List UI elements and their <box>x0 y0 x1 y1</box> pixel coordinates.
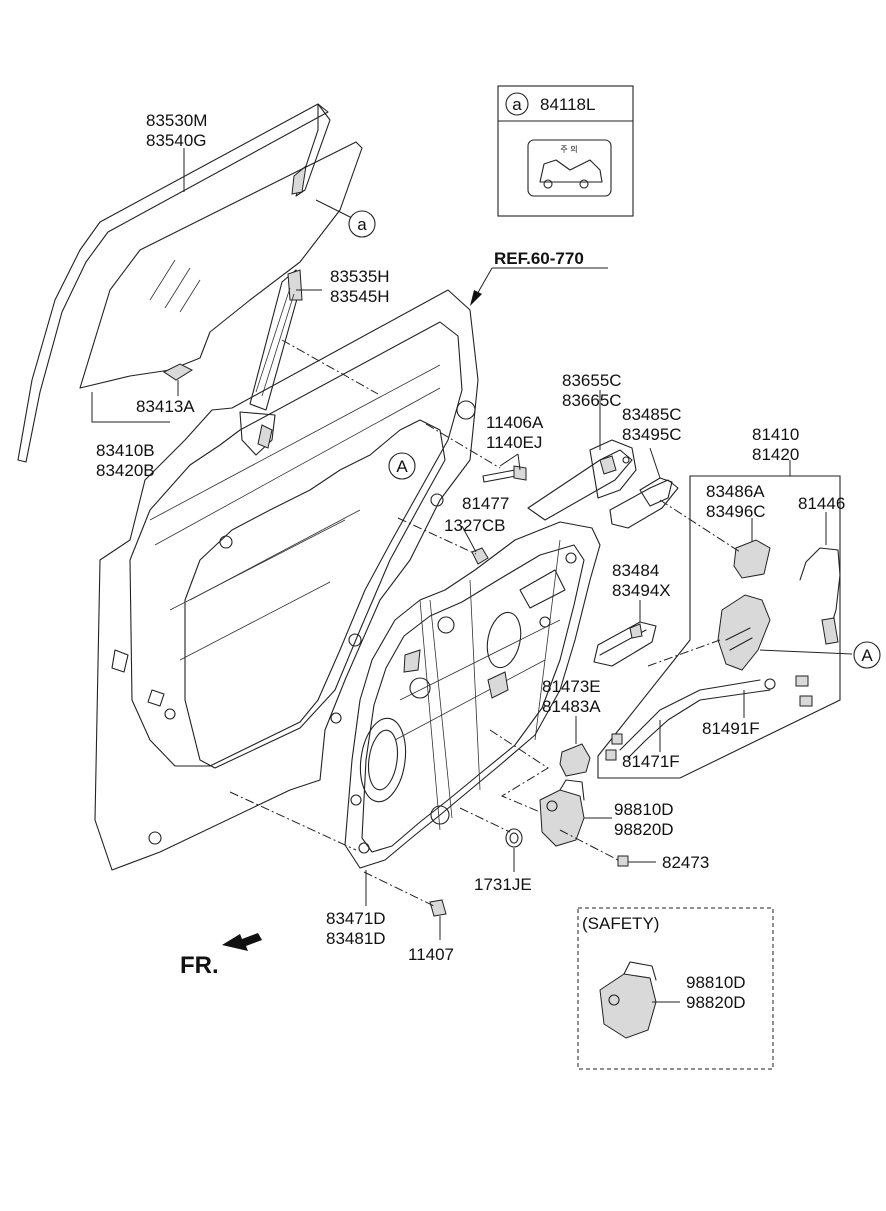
callout-A-letter-right: A <box>861 646 873 665</box>
label-outside-handle-frame-2: 83495C <box>622 425 682 444</box>
outside-handle-frame <box>609 477 679 529</box>
door-module-panel <box>344 521 601 869</box>
label-inside-handle-1: 83484 <box>612 561 659 580</box>
label-cable-a: 81491F <box>702 719 760 738</box>
label-rod: 81446 <box>798 494 845 513</box>
label-handle-bracket-1: 83655C <box>562 371 622 390</box>
bolt-and-nut <box>471 465 527 565</box>
label-screw: 82473 <box>662 853 709 872</box>
label-module-panel-2: 83481D <box>326 929 386 948</box>
label-channel-lower-1: 83535H <box>330 267 390 286</box>
safety-box <box>577 907 774 1070</box>
label-bolt: 11407 <box>408 945 454 964</box>
latch-assembly-box <box>597 475 841 779</box>
label-korean-caution: 주 의 <box>560 144 577 154</box>
lower-channel <box>249 269 303 411</box>
callout-A-circle-right <box>853 641 881 669</box>
label-label-part: 84118L <box>540 95 595 114</box>
label-actuator-cover-2: 83496C <box>706 502 766 521</box>
label-nut-cap-2: 1327CB <box>444 516 505 535</box>
inside-handle <box>593 621 657 667</box>
label-safety-title: (SAFETY) <box>582 914 659 933</box>
regulator-motor <box>539 779 629 867</box>
handle-bracket <box>527 439 637 521</box>
label-outside-handle-frame-1: 83485C <box>622 405 682 424</box>
label-latch-assy-1: 81410 <box>752 425 799 444</box>
label-module-panel-1: 83471D <box>326 909 386 928</box>
label-channel-lower-2: 83545H <box>330 287 390 306</box>
clip <box>559 743 591 777</box>
label-clip-1: 81473E <box>542 677 601 696</box>
label-cable-b: 81471F <box>622 752 680 771</box>
label-glass-bracket: 83413A <box>136 397 195 416</box>
label-actuator-cover-1: 83486A <box>706 482 765 501</box>
label-bolt-nut-2: 1140EJ <box>486 433 542 452</box>
assembly-lines <box>229 339 741 907</box>
leader-lines <box>91 148 853 1003</box>
label-safety-motor-2: 98820D <box>686 993 746 1012</box>
door-frame <box>94 289 479 871</box>
label-grommet: 1731JE <box>474 875 532 894</box>
glass-run-channel <box>17 103 331 463</box>
label-handle-bracket-2: 83665C <box>562 391 622 410</box>
label-glass-channel-1: 83530M <box>146 111 207 130</box>
label-box <box>497 85 634 217</box>
callout-a-circle <box>348 210 376 238</box>
label-box-callout-circle <box>505 92 529 116</box>
label-nut-cap-1: 81477 <box>462 494 509 513</box>
label-inside-handle-2: 83494X <box>612 581 671 600</box>
label-regulator-motor-2: 98820D <box>614 820 674 839</box>
callout-A-circle <box>388 452 416 480</box>
label-latch-assy-2: 81420 <box>752 445 799 464</box>
callout-a-letter: a <box>357 215 367 234</box>
door-glass <box>79 141 363 389</box>
label-ref: REF.60-770 <box>494 249 584 268</box>
label-glass-channel-2: 83540G <box>146 131 207 150</box>
label-regulator-motor-1: 98810D <box>614 800 674 819</box>
label-clip-2: 81483A <box>542 697 601 716</box>
label-bolt-nut-1: 11406A <box>486 413 544 432</box>
grommet-and-bolt <box>429 828 523 917</box>
label-glass-2: 83420B <box>96 461 155 480</box>
label-safety-motor-1: 98810D <box>686 973 746 992</box>
label-box-callout-letter: a <box>512 95 522 114</box>
front-arrow <box>222 933 262 951</box>
ref-arrow <box>470 267 608 306</box>
callout-A-letter: A <box>396 457 408 476</box>
label-glass-1: 83410B <box>96 441 155 460</box>
label-fr: FR. <box>180 952 219 979</box>
